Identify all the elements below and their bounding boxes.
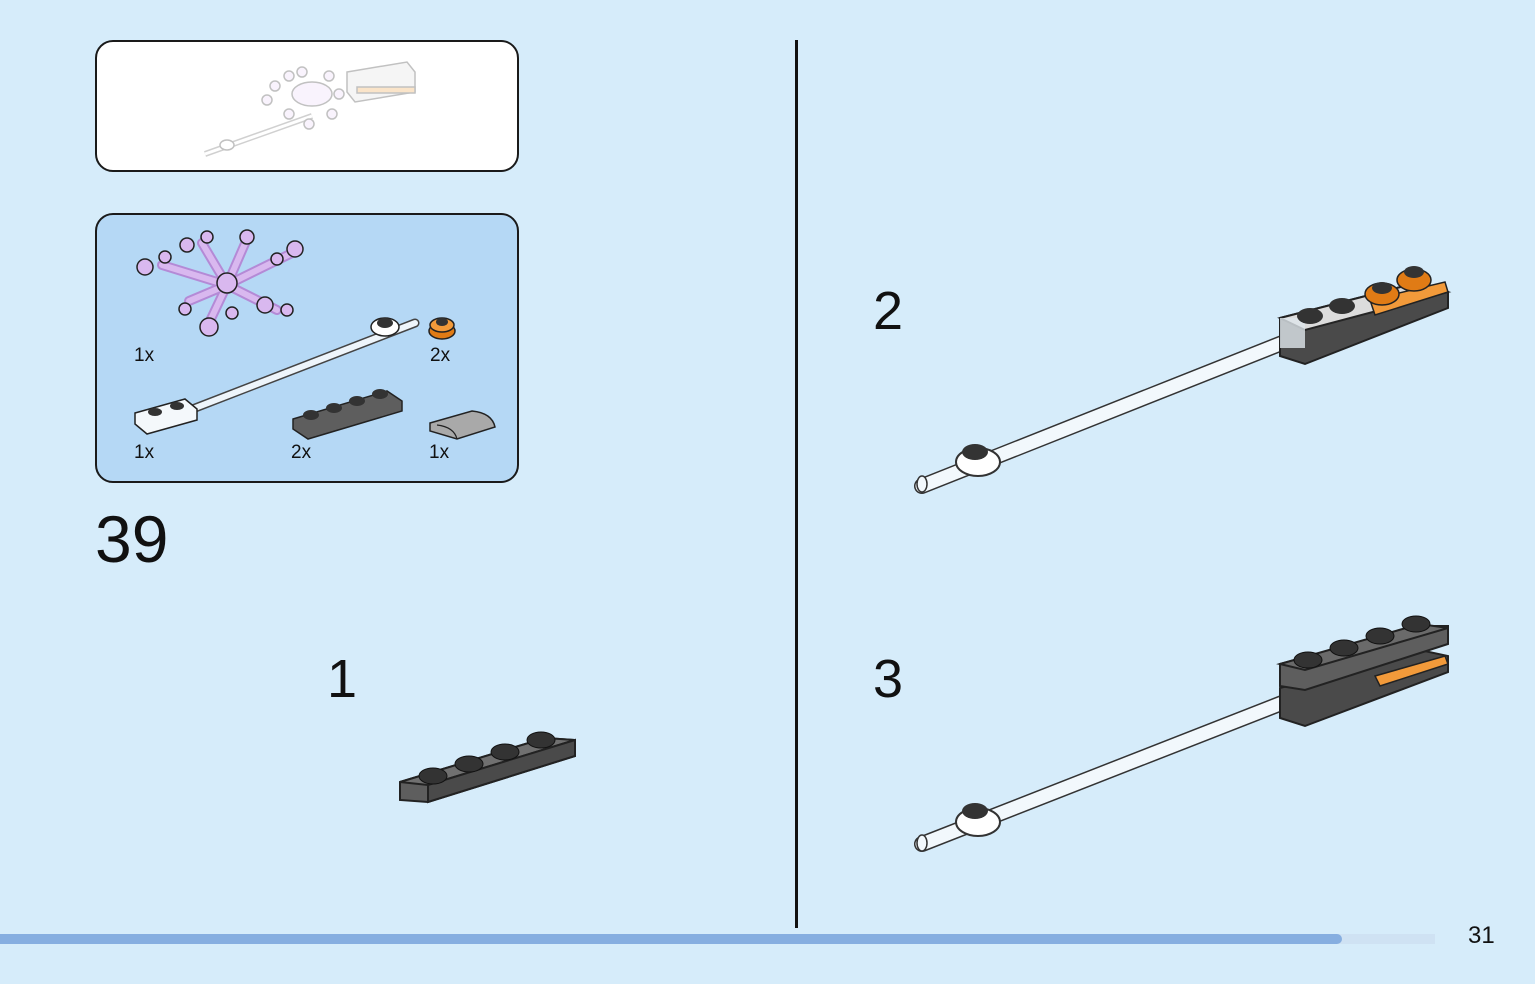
page-divider — [795, 40, 798, 928]
sub-step-number-3: 3 — [873, 649, 904, 709]
snowflake-part — [136, 229, 304, 337]
substep-3-assembly — [914, 615, 1449, 852]
assembly-preview-illustration — [203, 61, 416, 157]
substep-1-dark-gray-plate — [399, 731, 576, 804]
assembly-preview-panel — [95, 40, 519, 172]
part-qty-light-gray-slope: 1x — [429, 442, 450, 463]
part-qty-orange-round-plate: 2x — [430, 345, 451, 366]
light-gray-slope-part — [429, 410, 496, 440]
sub-step-number-2: 2 — [873, 281, 904, 341]
main-step-number: 39 — [95, 502, 169, 576]
orange-round-plate-part — [428, 317, 456, 340]
dark-gray-plate-part — [292, 389, 403, 440]
white-rod-part — [134, 317, 420, 435]
page-number: 31 — [1468, 922, 1495, 949]
progress-fill — [0, 934, 1342, 944]
progress-bar — [0, 934, 1435, 944]
part-qty-white-rod: 1x — [134, 442, 155, 463]
substep-2-assembly — [914, 266, 1452, 494]
sub-step-number-1: 1 — [327, 649, 358, 709]
part-qty-dark-gray-plate: 2x — [291, 442, 312, 463]
part-qty-snowflake: 1x — [134, 345, 155, 366]
parts-list-panel: 1x 2x 1x 2x 1x — [95, 213, 519, 483]
parts-list-illustrations — [134, 229, 496, 440]
